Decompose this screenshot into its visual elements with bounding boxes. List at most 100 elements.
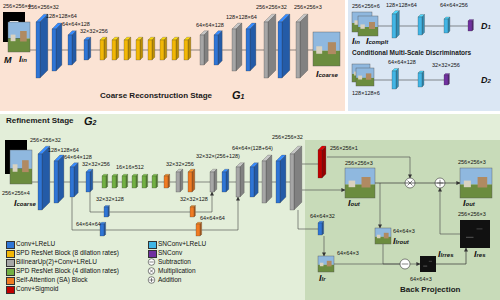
layer-block xyxy=(196,222,202,236)
operator-stroke xyxy=(402,264,409,265)
wire xyxy=(158,182,164,183)
building xyxy=(377,235,381,239)
legend-text: SPD ResNet Block (8 dilation rates) xyxy=(16,249,119,256)
frame xyxy=(8,22,30,52)
layer-block xyxy=(468,20,473,31)
block-front xyxy=(152,176,156,188)
block-side xyxy=(240,163,244,197)
block-front xyxy=(142,176,146,188)
layer-block xyxy=(278,14,290,78)
building xyxy=(358,76,362,80)
wire xyxy=(308,50,313,51)
block-front xyxy=(392,71,396,89)
block-front xyxy=(164,176,168,188)
residual-trace xyxy=(466,237,474,238)
dimension-label: 128×128×64 xyxy=(48,147,79,153)
building xyxy=(349,181,356,188)
residual-thumbnail xyxy=(460,220,490,248)
wire xyxy=(138,182,142,183)
wire xyxy=(298,210,318,229)
layer-block xyxy=(164,174,170,188)
image-label: Ilr xyxy=(319,274,326,284)
legend-text: SNConv xyxy=(158,249,182,256)
layer-block xyxy=(276,155,286,203)
operator-stroke xyxy=(150,269,153,272)
photo-thumbnail xyxy=(460,168,492,198)
operator-stroke xyxy=(150,269,153,272)
wire xyxy=(50,182,54,183)
image-label: Ilrres xyxy=(438,250,454,260)
dimension-label: 32×32×128 xyxy=(180,196,208,202)
block-side xyxy=(152,37,155,60)
block-side xyxy=(108,206,109,217)
block-front xyxy=(250,167,254,197)
block-side xyxy=(280,155,286,203)
frame xyxy=(358,16,378,36)
block-side xyxy=(188,37,191,60)
residual-trace xyxy=(429,261,432,262)
wire xyxy=(258,182,262,183)
legend-text: SPD ResNet Block (4 dilation rates) xyxy=(16,267,119,274)
block-front xyxy=(148,40,152,60)
dimension-label: 32×32×256 xyxy=(82,161,110,167)
block-side xyxy=(204,31,208,65)
dimension-label: 256×256×4 xyxy=(3,3,31,9)
layer-block xyxy=(102,174,108,188)
block-front xyxy=(318,223,322,235)
wire xyxy=(119,50,124,51)
block-front xyxy=(38,154,42,210)
block-front xyxy=(36,22,40,78)
generator-name: G2 xyxy=(84,115,96,127)
block-front xyxy=(160,40,164,60)
building xyxy=(327,261,332,267)
block-side xyxy=(168,174,170,188)
dimension-label: 64×64×3 xyxy=(393,228,415,234)
wire xyxy=(383,244,400,264)
block-front xyxy=(176,172,180,192)
block-side xyxy=(164,37,167,60)
layer-block xyxy=(112,37,119,60)
dimension-label: 64×64×(128+64) xyxy=(232,145,273,151)
block-front xyxy=(172,40,176,60)
layer-block xyxy=(100,222,106,236)
stage-title: Back Projection xyxy=(400,286,460,295)
wire xyxy=(324,236,325,256)
dimension-label: 128×128×64 xyxy=(226,14,257,20)
block-front xyxy=(190,207,194,217)
building xyxy=(328,42,336,54)
layer-block xyxy=(84,37,91,60)
wire xyxy=(195,182,210,183)
block-front xyxy=(392,14,396,38)
legend-swatch xyxy=(6,268,15,276)
operator-symbol xyxy=(148,277,155,284)
block-front xyxy=(222,172,226,192)
legend-text: Addition xyxy=(158,276,182,283)
wire xyxy=(276,50,278,51)
wire xyxy=(128,182,132,183)
layer-block xyxy=(176,169,183,192)
dimension-label: 256×256×32 xyxy=(272,134,303,140)
frame xyxy=(375,228,391,244)
layer-block xyxy=(236,163,244,197)
residual-trace xyxy=(477,228,483,229)
wire xyxy=(108,182,112,183)
image-label: Icoarse xyxy=(316,70,338,80)
dimension-label: 64×64×128 xyxy=(196,22,224,28)
layer-block xyxy=(104,206,109,217)
wire xyxy=(380,183,381,228)
layer-block xyxy=(444,74,449,85)
photo-thumbnail xyxy=(8,22,30,52)
block-side xyxy=(156,174,158,188)
block-side xyxy=(268,14,276,78)
image-node: Ilrres xyxy=(420,256,436,272)
wire xyxy=(217,182,222,183)
operator-stroke xyxy=(151,278,152,282)
frame xyxy=(318,256,334,272)
dimension-label: 64×64×64 xyxy=(76,221,101,227)
layer-block xyxy=(296,14,308,78)
building xyxy=(11,35,16,42)
block-side xyxy=(396,11,399,38)
legend-text: Multiplication xyxy=(158,267,196,274)
image-label: Iin xyxy=(352,37,360,47)
